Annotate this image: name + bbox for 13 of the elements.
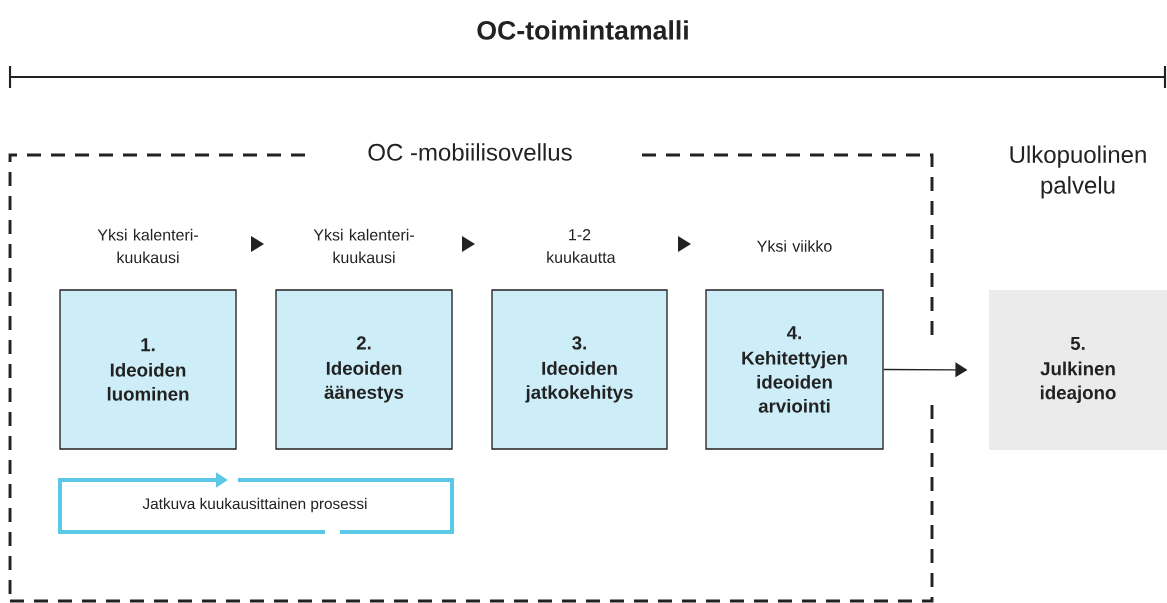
region-heading: OC -mobiilisovellus xyxy=(368,143,572,161)
duration-label: Yksi viikko xyxy=(757,240,832,252)
process-box: 3. Ideoiden jatkokehitys xyxy=(491,289,668,450)
process-box: 1. Ideoiden luominen xyxy=(59,289,237,450)
duration-label: Yksi kalenteri- kuukausi xyxy=(97,228,198,264)
column-heading: Ulkopuolinen palvelu xyxy=(1010,145,1146,199)
process-box: 4. Kehitettyjen ideoiden arviointi xyxy=(705,289,884,450)
duration-label: 1-2 kuukautta xyxy=(547,229,616,263)
process-box: 2. Ideoiden äänestys xyxy=(275,289,453,450)
process-box: 5. Julkinen ideajono xyxy=(989,290,1167,450)
duration-label: Yksi kalenteri- kuukausi xyxy=(313,228,414,264)
title: OC-toimintamalli xyxy=(477,20,688,40)
loop-label: Jatkuva kuukausittainen prosessi xyxy=(142,497,367,513)
